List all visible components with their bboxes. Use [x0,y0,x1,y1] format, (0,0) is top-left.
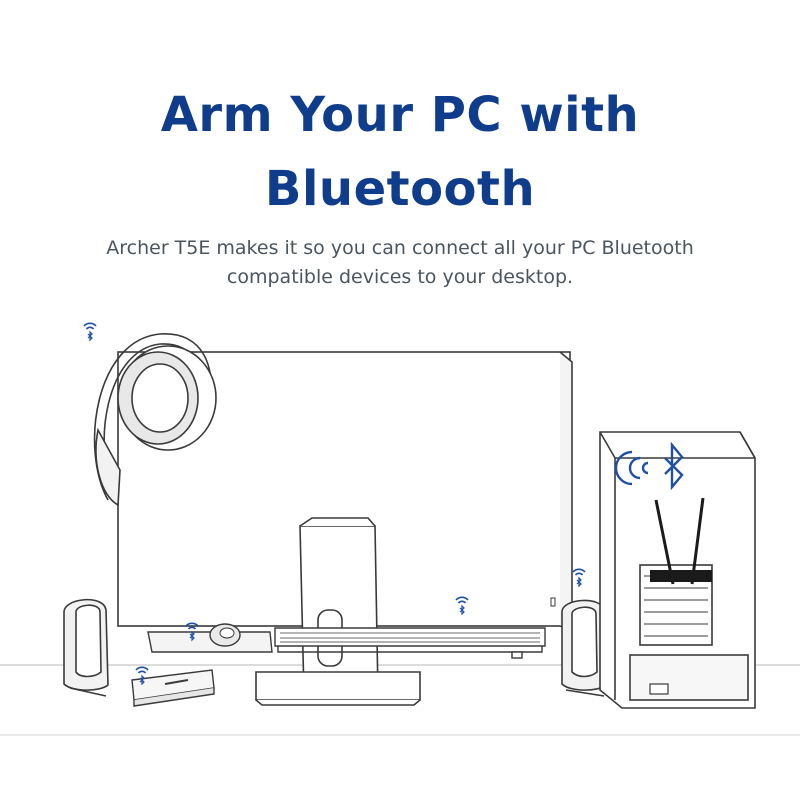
description-line-2: compatible devices to your desktop. [226,266,574,288]
headline-line-2: Bluetooth [264,161,536,217]
bluetooth-signal-icon [572,568,586,587]
antenna-right [690,497,705,585]
headline: Arm Your PC with Bluetooth [0,78,800,226]
right-speaker [561,599,607,697]
antenna-left [654,499,675,585]
pc-tower [599,431,756,709]
headphones [93,333,217,507]
desk-setup-illustration [0,322,800,736]
bluetooth-logo-icon [614,441,684,491]
description-line-1: Archer T5E makes it so you can connect a… [106,237,694,259]
description: Archer T5E makes it so you can connect a… [0,234,800,292]
left-speaker [63,598,109,697]
tablet [131,669,215,707]
keyboard [274,627,546,659]
headline-line-1: Arm Your PC with [160,87,640,143]
bluetooth-signal-icon [83,322,97,341]
mouse-pad [147,623,273,653]
